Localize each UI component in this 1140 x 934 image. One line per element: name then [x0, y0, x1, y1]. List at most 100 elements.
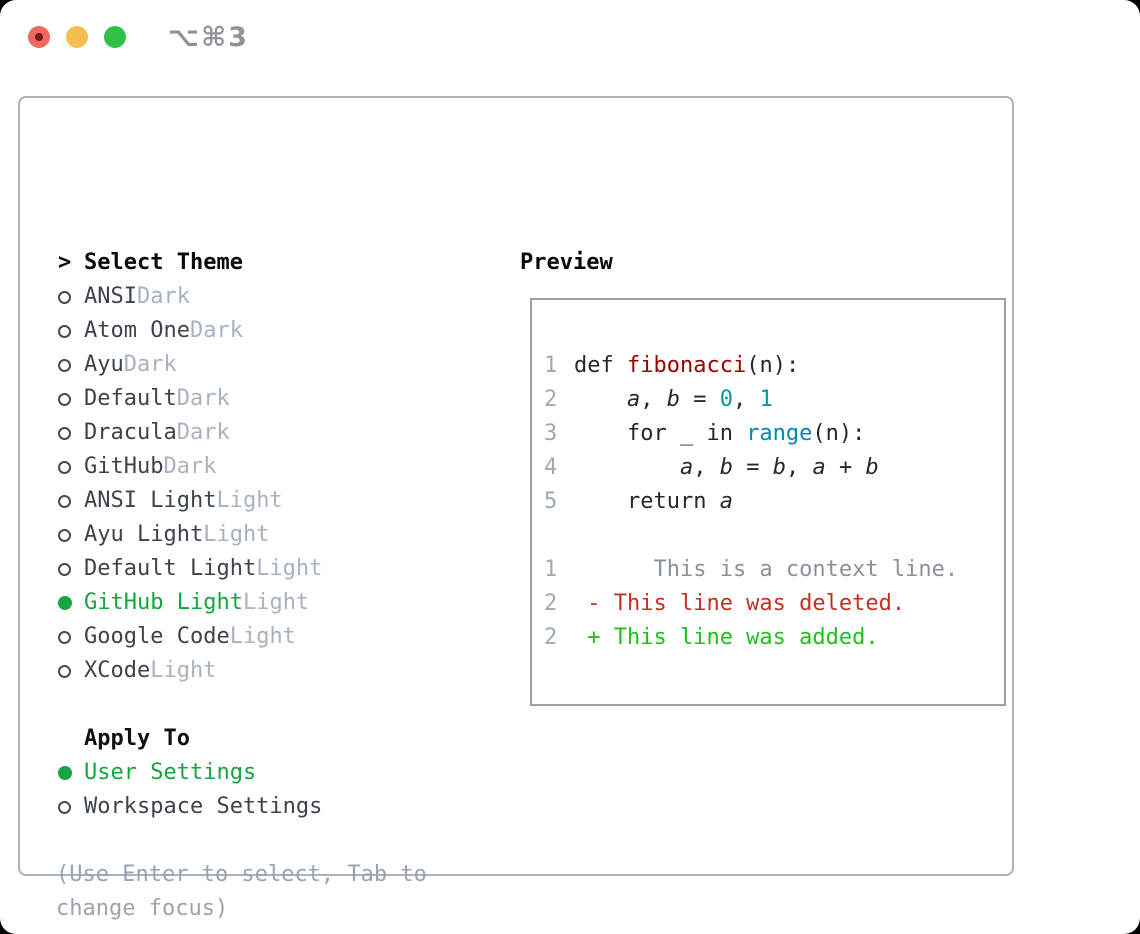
code-line: 5 return a	[544, 485, 1004, 519]
code-segment-text: ,	[732, 387, 760, 412]
radio-icon	[58, 800, 71, 814]
radio-icon	[58, 426, 71, 440]
code-segment-text: +	[825, 455, 866, 480]
theme-option-label: Ayu Light	[84, 522, 204, 547]
code-segment-text: ,	[640, 387, 667, 412]
code-segment-text	[574, 383, 627, 417]
code-line: 1 This is a context line.	[544, 553, 1004, 587]
code-line	[544, 519, 1004, 553]
theme-variant-tag: Dark	[176, 386, 230, 411]
apply-to-option[interactable]: User Settings	[56, 756, 496, 790]
theme-option-label: XCode	[84, 658, 151, 683]
keyboard-hint-line: (Use Enter to select, Tab to	[56, 862, 427, 887]
code-segment-var: b	[719, 455, 733, 480]
minimize-button-icon[interactable]	[66, 26, 88, 48]
radio-icon	[58, 324, 71, 338]
theme-option-label: Dracula	[84, 420, 177, 445]
theme-option[interactable]: Default Light Light	[56, 552, 496, 586]
radio-icon	[58, 290, 71, 304]
code-segment-text: for _ in	[574, 421, 747, 446]
code-segment-builtin: range	[746, 421, 813, 446]
theme-option[interactable]: GitHub Light Light	[56, 586, 496, 620]
theme-option[interactable]: ANSI Light Light	[56, 484, 496, 518]
code-segment-var: a	[626, 387, 641, 412]
code-segment-var: b	[666, 387, 680, 412]
code-segment-func: fibonacci	[626, 353, 747, 378]
theme-variant-tag: Dark	[123, 352, 177, 377]
radio-icon	[58, 358, 71, 372]
code-segment-num: 1	[759, 387, 773, 412]
code-line: 2 a, b = 0, 1	[544, 383, 1004, 417]
apply-to-title: Apply To	[84, 726, 190, 751]
code-segment-var: a	[679, 455, 694, 480]
theme-variant-tag: Dark	[163, 454, 217, 479]
theme-option-label: ANSI	[84, 284, 137, 309]
theme-option-label: Google Code	[84, 624, 230, 649]
apply-to-option-label: User Settings	[84, 760, 257, 785]
theme-variant-tag: Light	[150, 658, 217, 683]
line-number: 1	[544, 353, 558, 378]
code-segment-text: def	[574, 353, 627, 378]
theme-option-label: Atom One	[84, 318, 190, 343]
code-segment-var: a	[812, 455, 826, 480]
line-number: 2	[544, 387, 558, 412]
theme-option[interactable]: GitHub Dark	[56, 450, 496, 484]
theme-option[interactable]: Google Code Light	[56, 620, 496, 654]
radio-selected-icon	[58, 766, 72, 780]
theme-option-label: Default Light	[84, 556, 257, 581]
close-button-icon[interactable]	[28, 26, 50, 48]
spacer-row	[56, 688, 496, 722]
code-segment-var: b	[865, 455, 879, 480]
line-number: 5	[544, 489, 558, 514]
theme-option[interactable]: Atom One Dark	[56, 314, 496, 348]
line-number: 2	[544, 591, 558, 616]
theme-variant-tag: Light	[256, 556, 323, 581]
radio-icon	[58, 630, 71, 644]
code-segment-text: return	[574, 489, 720, 514]
apply-to-option-label: Workspace Settings	[84, 794, 323, 819]
radio-icon	[58, 528, 71, 542]
theme-variant-tag: Dark	[176, 420, 230, 445]
zoom-button-icon[interactable]	[104, 26, 126, 48]
apply-to-option[interactable]: Workspace Settings	[56, 790, 496, 824]
code-segment-text	[574, 451, 680, 485]
theme-option[interactable]: ANSI Dark	[56, 280, 496, 314]
theme-option[interactable]: Default Dark	[56, 382, 496, 416]
theme-option[interactable]: Dracula Dark	[56, 416, 496, 450]
code-segment-text: =	[679, 387, 720, 412]
theme-option[interactable]: XCode Light	[56, 654, 496, 688]
radio-icon	[58, 562, 71, 576]
theme-option[interactable]: Ayu Light Light	[56, 518, 496, 552]
theme-option-label: GitHub	[84, 454, 164, 479]
code-segment-text: ,	[785, 455, 813, 480]
line-number: 4	[544, 455, 558, 480]
theme-variant-tag: Dark	[136, 284, 190, 309]
radio-icon	[58, 460, 71, 474]
code-segment-var: b	[772, 455, 786, 480]
theme-option[interactable]: Ayu Dark	[56, 348, 496, 382]
code-segment-context: This is a context line.	[574, 557, 959, 582]
radio-icon	[58, 392, 71, 406]
theme-option-label: GitHub Light	[84, 590, 243, 615]
titlebar-shortcut: ⌥⌘3	[168, 22, 249, 53]
line-number: 1	[544, 557, 558, 582]
code-line: 2 - This line was deleted.	[544, 587, 1004, 621]
code-segment-text: =	[732, 455, 773, 480]
code-line: 2 + This line was added.	[544, 621, 1004, 655]
radio-icon	[58, 664, 71, 678]
code-segment-deleted: - This line was deleted.	[574, 591, 906, 616]
keyboard-hint-line: change focus)	[56, 896, 229, 921]
cursor-icon: >	[58, 250, 72, 275]
code-line: 4 a, b = b, a + b	[544, 451, 1004, 485]
keyboard-hint: (Use Enter to select, Tab to change focus…	[56, 858, 496, 926]
code-segment-text: ,	[693, 455, 720, 480]
theme-variant-tag: Light	[216, 488, 283, 513]
theme-option-label: Default	[84, 386, 177, 411]
theme-variant-tag: Dark	[189, 318, 243, 343]
